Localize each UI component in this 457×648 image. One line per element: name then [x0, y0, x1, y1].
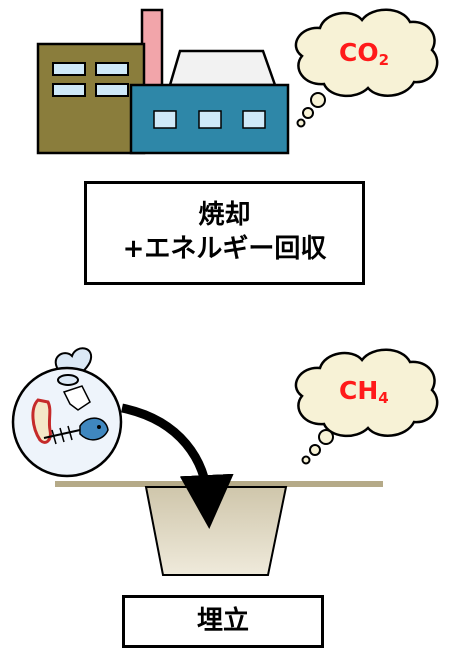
co2-formula: CO2 — [339, 38, 389, 69]
landfill-label: 埋立 — [196, 605, 249, 636]
ch4-formula: CH4 — [339, 376, 389, 407]
plant-windows — [153, 110, 266, 129]
office-windows — [52, 62, 129, 97]
factory-roof — [168, 49, 277, 87]
co2-formula-subscript: 2 — [378, 51, 390, 69]
garbage-bag — [11, 347, 123, 478]
landfill-label-box: 埋立 — [122, 595, 324, 648]
ch4-formula-main: CH — [339, 376, 379, 405]
factory-illustration — [36, 8, 439, 155]
ch4-cloud — [294, 348, 439, 465]
co2-cloud — [294, 8, 439, 128]
co2-formula-main: CO — [339, 38, 379, 67]
incineration-label-line1: 焼却 — [198, 200, 251, 231]
factory-office-building — [36, 42, 146, 155]
landfill-illustration — [11, 347, 439, 576]
landfill-pit — [144, 486, 288, 576]
incineration-label-box: 焼却 +エネルギー回収 — [84, 181, 365, 285]
drop-arrow — [121, 403, 234, 529]
incineration-label-line2: +エネルギー回収 — [122, 234, 327, 264]
ch4-formula-subscript: 4 — [378, 389, 389, 407]
